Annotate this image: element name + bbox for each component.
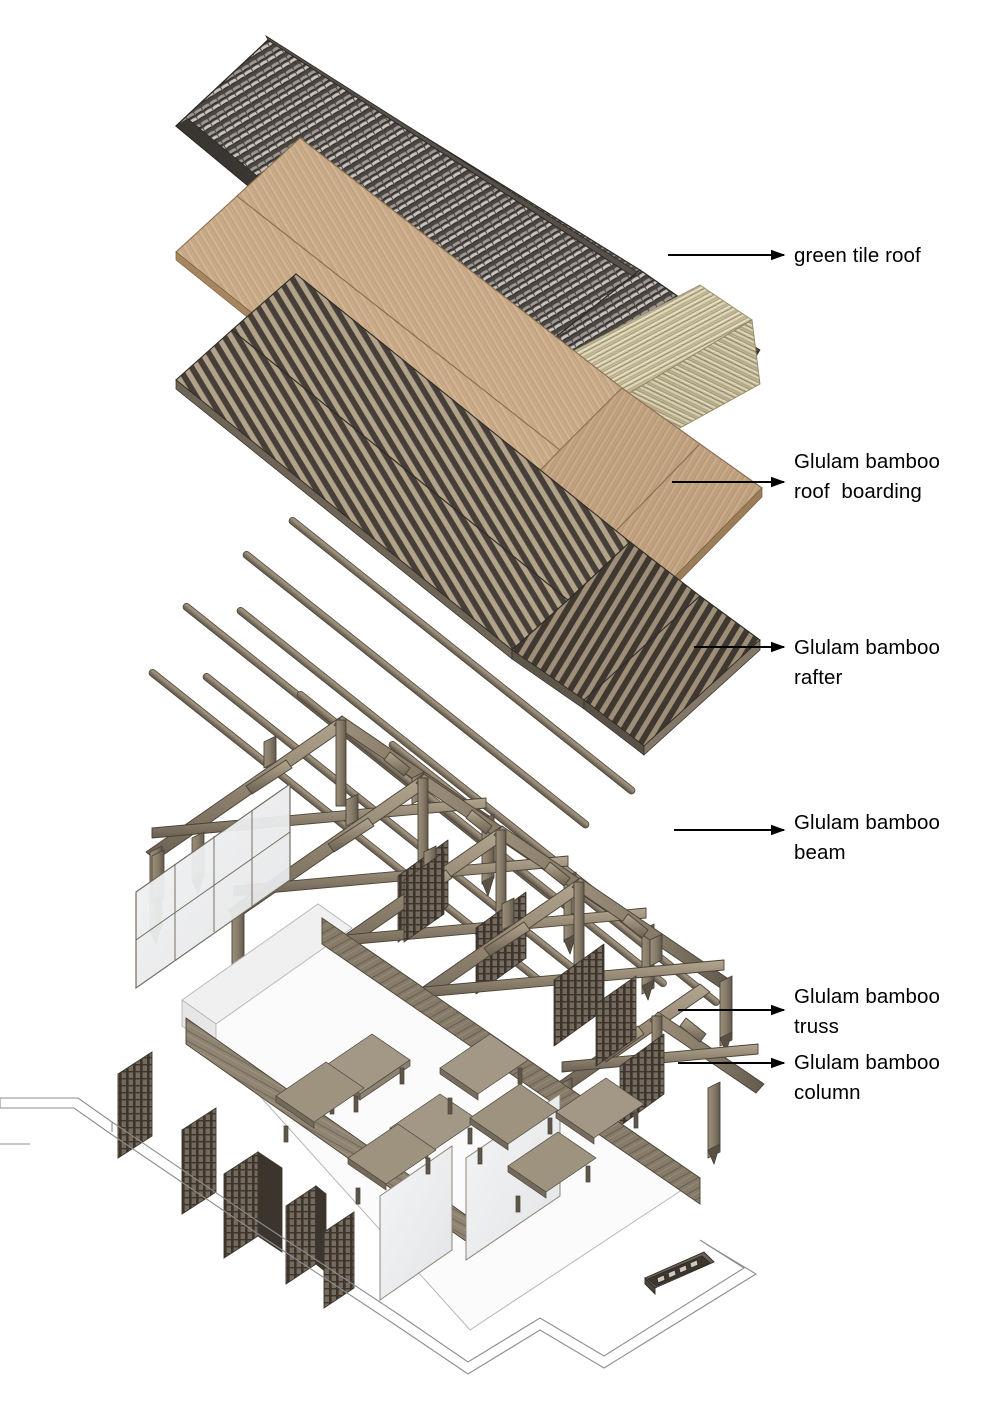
- lattice-door: [285, 1185, 327, 1285]
- bench: [507, 1131, 597, 1213]
- rafter-edge-d: [643, 639, 761, 756]
- site-outline: [0, 1097, 758, 1375]
- bench: [439, 1033, 529, 1115]
- beam-pole: [288, 517, 636, 795]
- bench: [469, 1083, 559, 1165]
- layer-rafter-plane[interactable]: [175, 273, 761, 756]
- lattice-door: [181, 1107, 217, 1215]
- glulam-column: [707, 1081, 721, 1159]
- entrance-signboard: [644, 1251, 715, 1296]
- truss-frame: [145, 715, 495, 945]
- bench: [555, 1077, 645, 1159]
- bench: [347, 1123, 437, 1205]
- glass-screen-wall: [135, 782, 291, 990]
- lattice-door: [223, 1151, 283, 1259]
- beam-pole: [242, 551, 590, 829]
- layer-floor-and-walls[interactable]: [117, 782, 701, 1331]
- bench: [275, 1061, 365, 1143]
- callout-arrows: [668, 249, 786, 1069]
- lattice-door: [323, 1211, 355, 1309]
- lattice-screen: [595, 975, 637, 1067]
- lattice-screen: [403, 851, 445, 943]
- bench-group: [275, 1033, 645, 1213]
